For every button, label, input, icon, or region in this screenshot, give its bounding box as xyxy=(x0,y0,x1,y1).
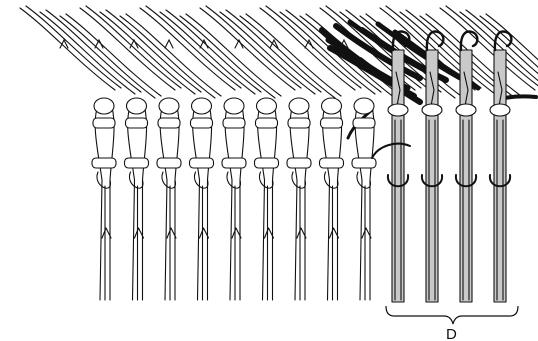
dark-yarn-strand xyxy=(505,96,536,98)
label-d: D xyxy=(446,326,457,341)
